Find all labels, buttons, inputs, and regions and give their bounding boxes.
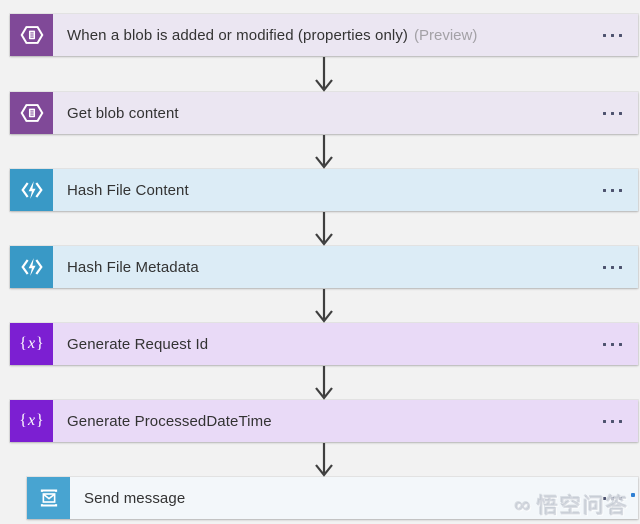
workflow-step-card[interactable]: Get blob content: [10, 92, 638, 134]
workflow-step-card[interactable]: When a blob is added or modified (proper…: [10, 14, 638, 56]
connector-arrow-icon: [315, 212, 333, 246]
ellipsis-horizontal-icon[interactable]: [601, 414, 624, 429]
connector-arrow-icon: [315, 366, 333, 400]
ellipsis-horizontal-icon[interactable]: [601, 28, 624, 43]
connector-arrow-icon: [315, 443, 333, 477]
step-title: Generate ProcessedDateTime: [67, 412, 272, 430]
ellipsis-horizontal-icon[interactable]: [601, 491, 624, 506]
step-title: Hash File Content: [67, 181, 189, 199]
step-title: When a blob is added or modified (proper…: [67, 26, 409, 44]
azure-functions-icon: [10, 246, 53, 288]
workflow-step-card[interactable]: Hash File Metadata: [10, 246, 638, 288]
step-body: Hash File Metadata: [53, 246, 638, 288]
step-body: Generate ProcessedDateTime: [53, 400, 638, 442]
connector-arrow-icon: [315, 135, 333, 169]
ellipsis-horizontal-icon[interactable]: [601, 337, 624, 352]
workflow-step-card[interactable]: {x} Generate Request Id: [10, 323, 638, 365]
workflow-step-card[interactable]: Send message: [27, 477, 638, 519]
step-body: Get blob content: [53, 92, 638, 134]
azure-functions-icon: [10, 169, 53, 211]
ellipsis-horizontal-icon[interactable]: [601, 106, 624, 121]
step-body: When a blob is added or modified (proper…: [53, 14, 638, 56]
step-title: Send message: [84, 489, 186, 507]
variables-icon: {x}: [10, 323, 53, 365]
step-body: Generate Request Id: [53, 323, 638, 365]
ellipsis-horizontal-icon[interactable]: [601, 183, 624, 198]
variables-icon: {x}: [10, 400, 53, 442]
step-body: Send message: [70, 477, 638, 519]
step-preview-badge: (Preview): [414, 26, 478, 44]
workflow-step-card[interactable]: {x} Generate ProcessedDateTime: [10, 400, 638, 442]
step-title: Hash File Metadata: [67, 258, 199, 276]
workflow-step-card[interactable]: Hash File Content: [10, 169, 638, 211]
step-title: Generate Request Id: [67, 335, 209, 353]
step-body: Hash File Content: [53, 169, 638, 211]
ellipsis-horizontal-icon[interactable]: [601, 260, 624, 275]
blob-storage-icon: [10, 14, 53, 56]
connector-arrow-icon: [315, 57, 333, 92]
service-bus-icon: [27, 477, 70, 519]
blob-storage-icon: [10, 92, 53, 134]
connector-arrow-icon: [315, 289, 333, 323]
step-title: Get blob content: [67, 104, 179, 122]
